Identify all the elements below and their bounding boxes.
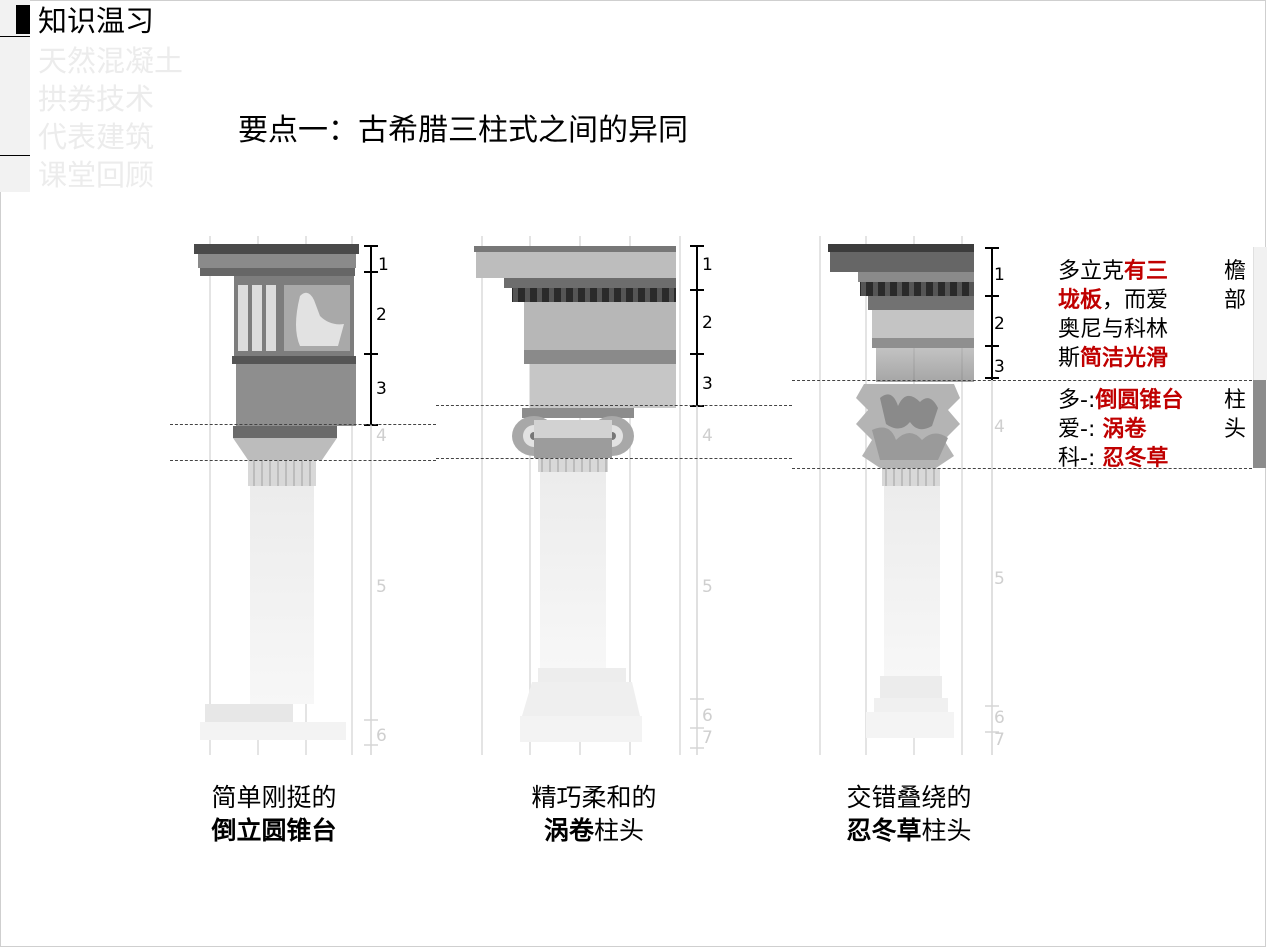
capital-side-label-bottom: 头 (1223, 417, 1246, 442)
entablature-side-label-top: 檐 (1223, 259, 1246, 284)
corinthian-capital-guide-bottom (792, 468, 1252, 469)
corinthian-caption-line2: 忍冬草柱头 (809, 814, 1009, 847)
doric-capital-guide-bottom (170, 460, 436, 461)
capital-note-row2: 爱-: 涡卷 (1058, 415, 1146, 444)
corinthian-scale-5: 5 (994, 569, 1005, 589)
menu-item-concrete[interactable]: 天然混凝土 (38, 44, 184, 78)
entablature-note-line4: 斯简洁光滑 (1058, 344, 1168, 373)
ionic-scale-7: 7 (702, 728, 713, 748)
capital-note-prefix2: 爱-: (1058, 417, 1103, 442)
page-title: 要点一：古希腊三柱式之间的异同 (238, 113, 688, 148)
menu-item-buildings[interactable]: 代表建筑 (38, 120, 155, 154)
doric-caption-line2: 倒立圆锥台 (174, 814, 374, 847)
ionic-scale-2: 2 (702, 313, 713, 333)
entablature-note-red1: 有三 (1124, 259, 1169, 284)
entablature-scrollbar[interactable] (1253, 247, 1267, 380)
entablature-note-line3: 奥尼与科林 (1058, 317, 1169, 342)
corinthian-order-drawing (819, 236, 999, 755)
ionic-scale-5: 5 (702, 577, 713, 597)
ionic-scale-4: 4 (702, 426, 713, 446)
doric-capital-guide-top (170, 424, 436, 425)
active-marker (16, 5, 30, 34)
corinthian-scale-3: 3 (994, 357, 1005, 377)
ionic-caption-line1: 精巧柔和的 (531, 783, 657, 812)
entablature-note-line1: 多立克有三 (1058, 257, 1168, 286)
entablature-note-red2: 垅板 (1058, 288, 1103, 313)
entablature-note-text1: 多立克 (1058, 259, 1125, 284)
doric-caption-line1: 简单刚挺的 (211, 783, 337, 812)
ionic-caption-bold: 涡卷 (543, 816, 594, 845)
capital-side-label-top: 柱 (1223, 388, 1246, 413)
ionic-caption: 精巧柔和的 涡卷柱头 (494, 781, 694, 847)
doric-caption-bold: 倒立圆锥台 (211, 816, 337, 845)
ionic-capital-guide-top (436, 405, 792, 406)
ionic-caption-line2: 涡卷柱头 (494, 814, 694, 847)
entablature-note-text4: 斯 (1058, 346, 1081, 371)
doric-scale-3: 3 (376, 379, 387, 399)
ionic-scale-3: 3 (702, 374, 713, 394)
ionic-scale-1: 1 (702, 255, 713, 275)
corinthian-scale-6: 6 (994, 708, 1005, 728)
entablature-note-text2: ，而爱 (1102, 288, 1169, 313)
corinthian-scale-2: 2 (994, 314, 1005, 334)
corinthian-scale-1: 1 (994, 265, 1005, 285)
capital-note-row1: 多-:倒圆锥台 (1058, 386, 1183, 415)
corinthian-caption-line1: 交错叠绕的 (846, 783, 972, 812)
entablature-note-red4: 简洁光滑 (1080, 346, 1169, 371)
menu-item-review[interactable]: 知识温习 (38, 4, 155, 38)
doric-order-drawing (194, 236, 378, 755)
capital-note-prefix1: 多-: (1058, 388, 1096, 413)
entablature-note-line2: 垅板，而爱 (1058, 286, 1168, 315)
doric-caption: 简单刚挺的 倒立圆锥台 (174, 781, 374, 847)
capital-note-prefix3: 科-: (1058, 446, 1103, 468)
corinthian-capital-guide-top (792, 380, 1252, 381)
doric-scale-4: 4 (376, 426, 387, 446)
capital-scrollbar[interactable] (1253, 380, 1266, 468)
corinthian-scale-4: 4 (994, 417, 1005, 437)
doric-scale-1: 1 (378, 255, 389, 275)
menu-item-recap[interactable]: 课堂回顾 (38, 158, 155, 192)
doric-scale-6: 6 (376, 726, 387, 746)
menu-item-arch[interactable]: 拱券技术 (38, 82, 155, 116)
corinthian-caption-rest: 柱头 (921, 816, 972, 845)
ionic-scale-6: 6 (702, 706, 713, 726)
corinthian-caption: 交错叠绕的 忍冬草柱头 (809, 781, 1009, 847)
entablature-side-label-bottom: 部 (1223, 288, 1246, 313)
corinthian-scale-7: 7 (994, 730, 1005, 750)
scale-numbers: 1 2 3 4 5 6 1 2 3 4 5 6 7 1 2 3 4 5 6 7 (376, 255, 1005, 750)
ionic-caption-rest: 柱头 (594, 816, 645, 845)
ionic-capital-guide-bottom (436, 458, 792, 459)
doric-scale-5: 5 (376, 577, 387, 597)
doric-scale-2: 2 (376, 305, 387, 325)
corinthian-caption-bold: 忍冬草 (846, 816, 922, 845)
ionic-order-drawing (474, 236, 704, 755)
capital-note-row3: 科-: 忍冬草 (1058, 444, 1168, 468)
menu-divider-bottom (0, 155, 30, 156)
capital-note-red1: 倒圆锥台 (1095, 388, 1184, 413)
menu-divider-top (0, 36, 30, 37)
capital-note-red2: 涡卷 (1102, 417, 1147, 442)
capital-note-red3: 忍冬草 (1102, 446, 1169, 468)
